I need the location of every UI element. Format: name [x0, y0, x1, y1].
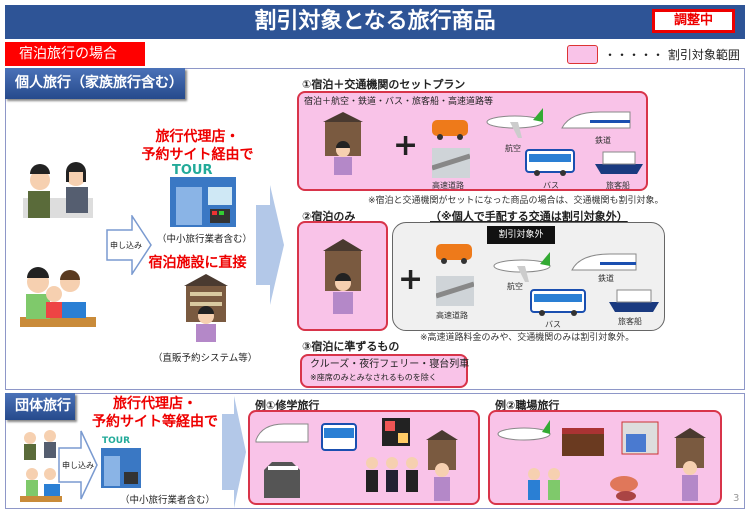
label-highway: 高速道路 — [432, 181, 464, 190]
plan2-subtitle: （※個人で手配する交通は割引対象外） — [430, 210, 628, 223]
bullet-train-icon — [561, 111, 631, 129]
workplace-trip-illustrations-icon — [497, 420, 706, 501]
plan2-title: ②宿泊のみ — [302, 210, 356, 223]
apply-label: 申し込み — [110, 241, 142, 250]
airplane-icon — [493, 252, 551, 282]
family-computer-illustration-icon — [20, 267, 96, 327]
agency-line2: 予約サイト経由で — [141, 147, 254, 163]
label-bus: バス — [545, 320, 561, 329]
group-agency-heading: 旅行代理店・予約サイト等経由で — [80, 395, 230, 431]
car-icon — [432, 120, 468, 140]
direct-note: （直販予約システム等） — [153, 353, 258, 364]
plan1-note: ※宿泊と交通機関がセットになった商品の場合は、交通機関も割引対象。 — [368, 196, 664, 206]
bus-icon — [530, 289, 586, 316]
flow-arrow-icon — [256, 185, 284, 305]
agency-line1: 旅行代理店・ — [155, 129, 240, 145]
travel-agency-shop-icon — [170, 177, 236, 227]
plan3-title: ③宿泊に準ずるもの — [302, 340, 400, 353]
plan3-line1: クルーズ・夜行フェリー・寝台列車 — [310, 359, 470, 370]
agency-line1: 旅行代理店・ — [113, 396, 197, 412]
group-agency-note: （中小旅行業者含む） — [120, 495, 216, 506]
plan1-subtitle: 宿泊＋航空・鉄道・バス・旅客船・高速道路等 — [304, 97, 494, 107]
highway-icon — [436, 276, 474, 306]
group-tab: 団体旅行 — [5, 393, 75, 420]
ryokan-host-icon — [323, 112, 363, 175]
excluded-label: 割引対象外 — [487, 226, 555, 244]
plan3-box: クルーズ・夜行フェリー・寝台列車 ※座席のみとみなされるものを除く — [300, 354, 470, 388]
plus-icon: + — [398, 262, 424, 297]
consultation-illustration-icon — [23, 162, 93, 218]
agency-line2: 予約サイト等経由で — [92, 414, 218, 430]
ferry-icon — [595, 151, 643, 174]
label-highway: 高速道路 — [436, 311, 468, 320]
apply-arrow-icon — [106, 215, 152, 275]
example2-title: 例②職場旅行 — [495, 399, 560, 412]
plus-icon: + — [393, 128, 419, 163]
consultation-illustration-icon — [24, 430, 56, 460]
label-air: 航空 — [507, 282, 523, 291]
agency-note: （中小旅行業者含む） — [157, 234, 253, 245]
page-title: 割引対象となる旅行商品 — [5, 5, 745, 39]
legend-text: ・・・・・ 割引対象範囲 — [604, 48, 740, 62]
plan3-line2: ※座席のみとみなされるものを除く — [310, 373, 437, 382]
label-ferry: 旅客船 — [618, 317, 642, 326]
label-air: 航空 — [505, 144, 521, 153]
case-label: 宿泊旅行の場合 — [5, 42, 145, 66]
bus-icon — [525, 149, 575, 176]
airplane-icon — [486, 108, 544, 138]
individual-tab: 個人旅行（家族旅行含む） — [5, 68, 185, 99]
direct-heading: 宿泊施設に直接 — [148, 255, 247, 271]
status-badge: 調整中 — [652, 9, 735, 33]
apply-label: 申し込み — [62, 461, 94, 470]
example1-title: 例①修学旅行 — [255, 399, 320, 412]
plan1-title: ①宿泊＋交通機関のセットプラン — [302, 78, 466, 91]
label-rail: 鉄道 — [595, 136, 611, 145]
page-number: 3 — [733, 493, 740, 504]
legend-swatch — [567, 45, 598, 64]
bullet-train-icon — [571, 253, 637, 271]
ryokan-host-icon — [323, 239, 363, 314]
label-rail: 鉄道 — [598, 274, 614, 283]
ferry-icon — [609, 289, 659, 312]
family-computer-illustration-icon — [20, 468, 62, 502]
car-icon — [436, 244, 472, 264]
tour-logo: TOUR — [102, 436, 131, 446]
school-trip-illustrations-icon — [255, 418, 458, 501]
highway-icon — [432, 148, 470, 178]
ryokan-host-icon — [184, 274, 228, 342]
label-bus: バス — [543, 181, 559, 190]
tour-logo: TOUR — [172, 163, 213, 178]
label-ferry: 旅客船 — [606, 181, 630, 190]
flow-arrow-icon — [222, 396, 246, 508]
apply-arrow-icon — [58, 430, 98, 500]
travel-agency-shop-icon — [101, 448, 141, 488]
plan2-note: ※高速道路料金のみや、交通機関のみは割引対象外。 — [420, 333, 635, 343]
agency-heading: 旅行代理店・予約サイト経由で — [140, 128, 255, 164]
